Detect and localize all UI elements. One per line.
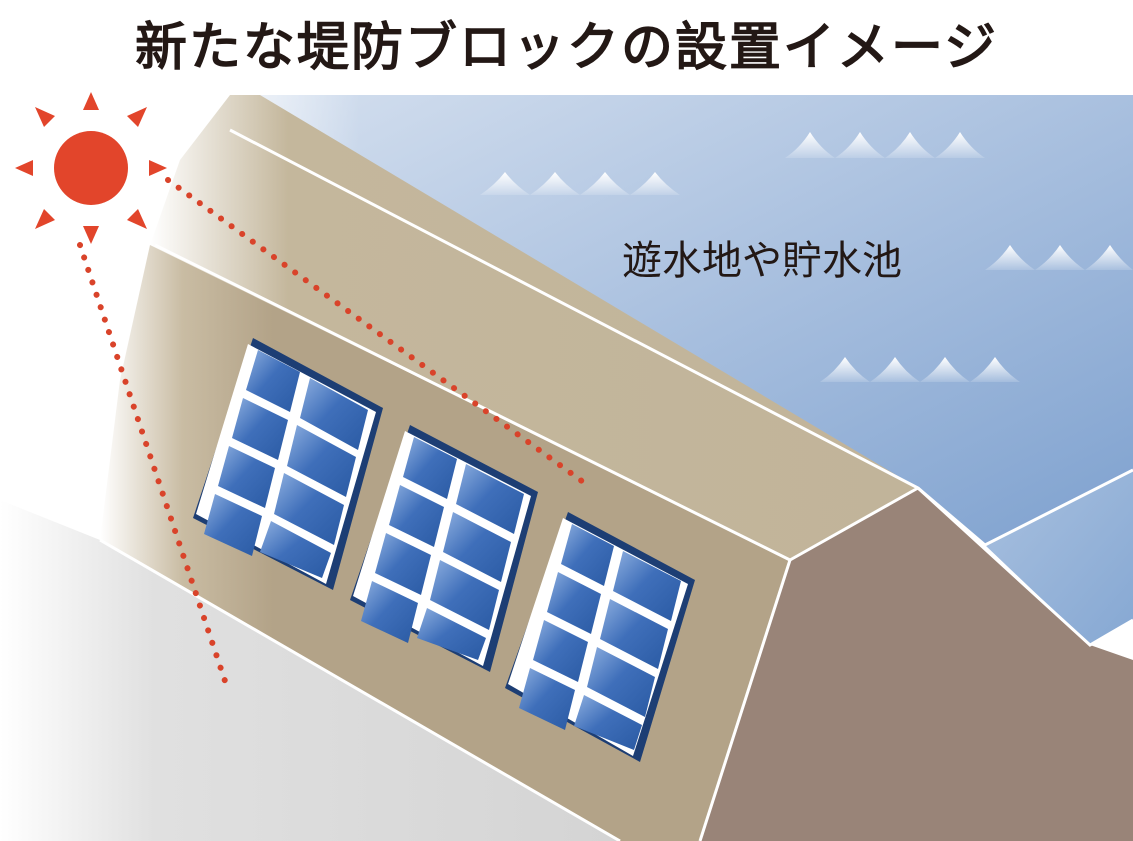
solar-panels xyxy=(193,338,695,762)
wave-icon xyxy=(820,357,1020,382)
diagram-title: 新たな堤防ブロックの設置イメージ xyxy=(135,18,998,78)
wave-icon xyxy=(480,172,680,195)
sunlight-rays xyxy=(77,177,593,693)
wave-icon xyxy=(785,132,985,158)
embankment-side xyxy=(700,488,1133,841)
solar-panel-icon xyxy=(193,338,383,590)
embankment-crest xyxy=(150,95,918,560)
ground xyxy=(0,500,620,841)
sun-icon xyxy=(15,92,167,244)
solar-panel-icon xyxy=(350,425,538,672)
wave-icon xyxy=(985,245,1133,270)
solar-panel-icon xyxy=(505,512,695,762)
wave-icons xyxy=(480,132,1133,382)
water-area-label: 遊水地や貯水池 xyxy=(622,238,902,284)
